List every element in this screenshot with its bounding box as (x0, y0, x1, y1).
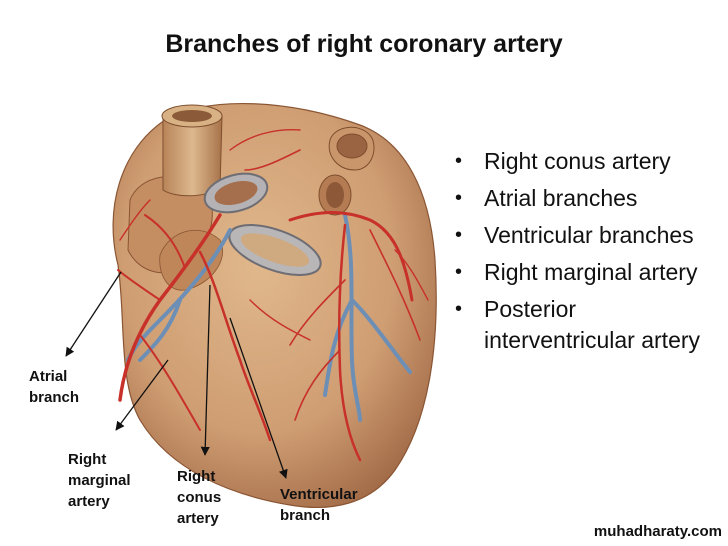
list-item-text: Ventricular branches (484, 222, 694, 248)
cardiac-veins (126, 213, 412, 422)
vessel-openings (203, 172, 322, 276)
bullet-dot: • (455, 224, 463, 246)
list-item: • Ventricular branches (452, 220, 722, 251)
list-item: • Right marginal artery (452, 257, 722, 288)
slide-title: Branches of right coronary artery (165, 30, 563, 58)
right-conus-artery-label: Right conus artery (177, 468, 222, 527)
coronary-arteries (117, 128, 429, 462)
list-item-text: Right conus artery (484, 148, 671, 174)
right-marginal-artery-label: Right marginal artery (68, 451, 131, 510)
bullet-dot: • (455, 150, 463, 172)
ventricular-branch-arrow (229, 317, 288, 479)
label-arrows (65, 271, 288, 479)
list-item-text: Atrial branches (484, 185, 638, 211)
list-item: • Right conus artery (452, 146, 722, 177)
list-item: • Atrial branches (452, 183, 722, 214)
atrial-branch-arrow (65, 271, 122, 357)
branch-list: • Right conus artery • Atrial branches • Ve… (452, 146, 722, 362)
ventricular-branch-label: Ventricular branch (280, 486, 358, 524)
watermark: muhadharaty.com (593, 523, 722, 540)
bullet-dot: • (455, 298, 463, 320)
atrial-branch-label: Atrial branch (29, 368, 80, 406)
right-marginal-arrow (115, 359, 169, 431)
list-item-text: Posterior interventricular artery (484, 296, 701, 353)
bullet-dot: • (455, 187, 463, 209)
list-item: • Posterior interventricular artery (452, 294, 722, 356)
bullet-dot: • (455, 261, 463, 283)
aorta (161, 104, 223, 197)
list-item-text: Right marginal artery (484, 259, 698, 285)
pulmonary-veins (318, 126, 375, 216)
right-conus-arrow (200, 284, 211, 456)
